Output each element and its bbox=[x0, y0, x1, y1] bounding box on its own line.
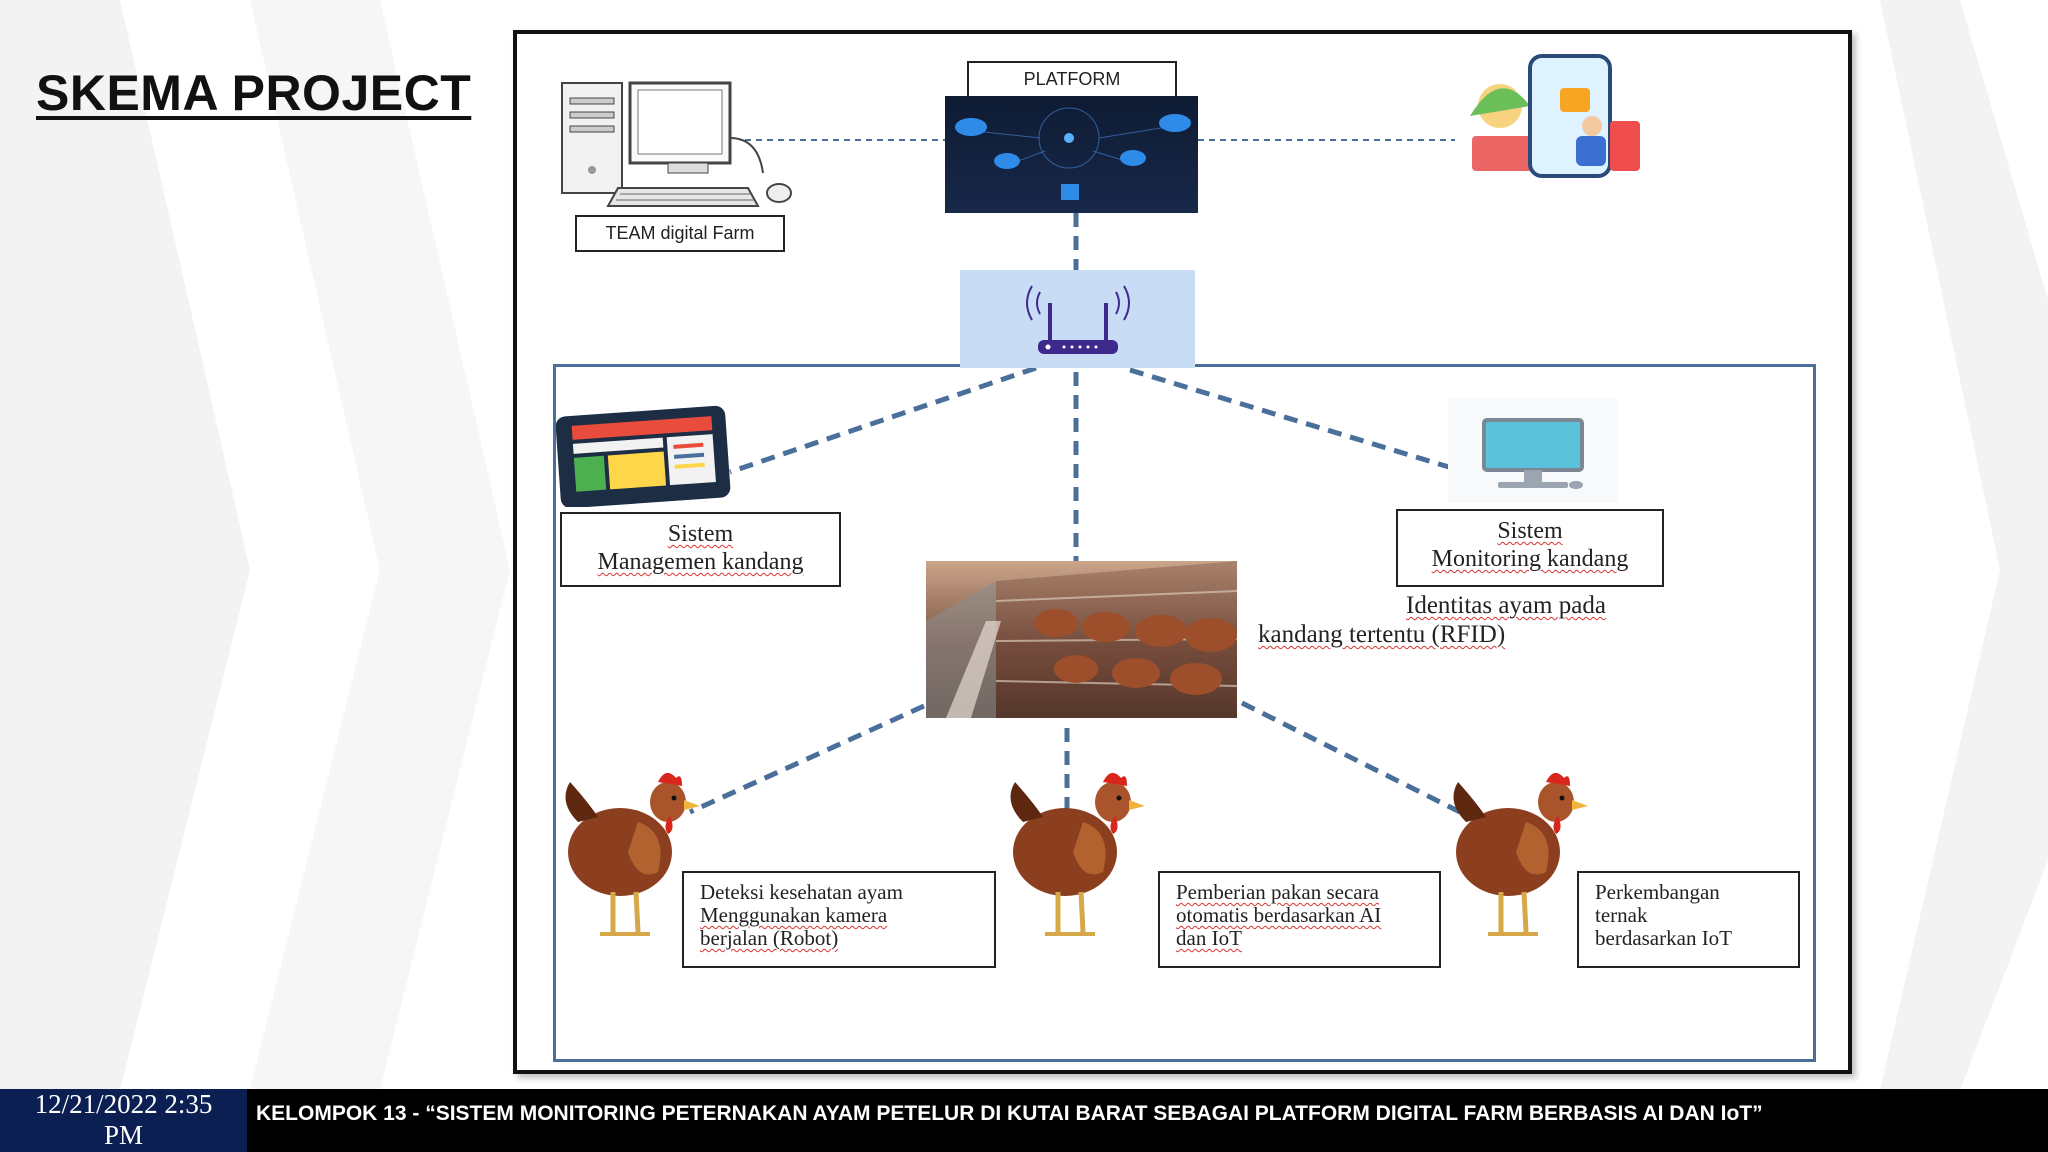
footer-date-line2: PM bbox=[103, 1120, 144, 1150]
rfid-line1: Identitas ayam pada bbox=[1406, 592, 1606, 619]
monitoring-line2: Monitoring kandang bbox=[1431, 546, 1629, 572]
feeding-line2: otomatis berdasarkan AI bbox=[1176, 903, 1382, 927]
growth-line2: ternak bbox=[1595, 903, 1648, 927]
platform-label: PLATFORM bbox=[967, 61, 1177, 98]
growth-line1: Perkembangan bbox=[1595, 880, 1720, 904]
chicken-coop-photo bbox=[926, 561, 1237, 718]
management-line2: Managemen kandang bbox=[597, 549, 804, 575]
rfid-note: Identitas ayam pada kandang tertentu (RF… bbox=[1258, 591, 1678, 649]
footer-date-line1: 12/21/2022 2:35 bbox=[34, 1089, 213, 1119]
desktop-computer-icon bbox=[561, 81, 792, 207]
wifi-router-icon bbox=[1026, 285, 1130, 354]
chicken-icon-right bbox=[1453, 772, 1588, 936]
rfid-line2: kandang tertentu (RFID) bbox=[1258, 621, 1506, 648]
feeding-line1: Pemberian pakan secara bbox=[1176, 880, 1379, 904]
tablet-dashboard-icon bbox=[556, 405, 731, 507]
slide-title: SKEMA PROJECT bbox=[36, 65, 472, 121]
growth-box: Perkembangan ternak berdasarkan IoT bbox=[1577, 871, 1800, 968]
cloud-network-icon bbox=[955, 107, 1191, 200]
footer-caption: KELOMPOK 13 - “SISTEM MONITORING PETERNA… bbox=[256, 1102, 1763, 1125]
router-panel bbox=[960, 270, 1195, 368]
monitoring-line1: Sistem bbox=[1497, 518, 1563, 544]
team-digital-farm-label: TEAM digital Farm bbox=[575, 215, 785, 252]
chicken-icon-center bbox=[1010, 772, 1145, 936]
management-line1: Sistem bbox=[667, 521, 734, 547]
mobile-user-icon bbox=[1470, 54, 1640, 178]
chicken-icon-left bbox=[565, 772, 700, 936]
growth-line3: berdasarkan IoT bbox=[1595, 926, 1733, 950]
health-line3: berjalan (Robot) bbox=[700, 926, 839, 950]
health-line1: Deteksi kesehatan ayam bbox=[700, 880, 903, 904]
feeding-line3: dan IoT bbox=[1176, 926, 1242, 950]
footer-date: 12/21/2022 2:35 PM bbox=[0, 1089, 247, 1152]
management-system-box: Sistem Managemen kandang bbox=[560, 512, 841, 587]
footer-bar: 12/21/2022 2:35 PM KELOMPOK 13 - “SISTEM… bbox=[0, 1089, 2048, 1152]
monitor-icon bbox=[1448, 398, 1618, 503]
feeding-box: Pemberian pakan secara otomatis berdasar… bbox=[1158, 871, 1441, 968]
platform-panel bbox=[945, 96, 1198, 213]
background-chevrons bbox=[0, 0, 2048, 1090]
monitoring-system-box: Sistem Monitoring kandang bbox=[1396, 509, 1664, 587]
health-detection-box: Deteksi kesehatan ayam Menggunakan kamer… bbox=[682, 871, 996, 968]
health-line2: Menggunakan kamera bbox=[700, 903, 888, 927]
